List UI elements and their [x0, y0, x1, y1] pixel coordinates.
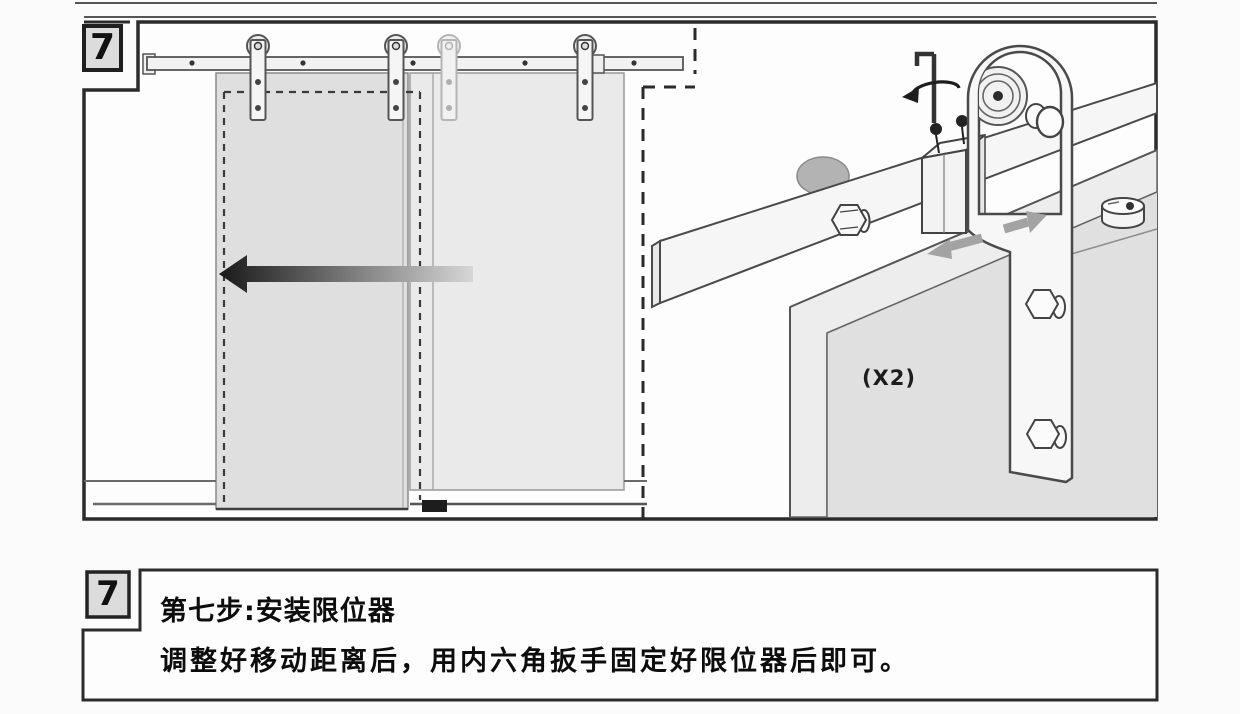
instruction-body: 调整好移动距离后，用内六角扳手固定好限位器后即可。: [160, 646, 910, 677]
sliding-door-scene: [84, 28, 697, 518]
rail-bar: [659, 81, 1158, 305]
step-badge-bottom: 7: [96, 574, 120, 614]
instruction-panel: [81, 568, 1159, 702]
door-panel-line: [1067, 228, 1158, 256]
strap-hex-bolt-top: [1024, 289, 1066, 319]
rear-door: [409, 72, 625, 491]
rotation-arrow-icon: [902, 80, 961, 103]
strap-axle-bolt: [1025, 103, 1065, 139]
scene-divider: [641, 28, 697, 518]
axle-bolt: [444, 41, 454, 51]
hanger-strap-2: [384, 34, 408, 121]
stopper-detail-scene: [651, 44, 1158, 518]
step-badge-top: 7: [89, 27, 116, 68]
instruction-title: 第七步:安装限位器: [160, 596, 396, 627]
floor-guide: [422, 500, 447, 512]
wall-spacer: [1101, 197, 1145, 229]
slide-arrow: [219, 255, 473, 293]
detail-rail: [651, 81, 1158, 309]
rail-screws: [189, 60, 637, 66]
step-badge-box-bottom: [85, 570, 131, 619]
hanger-strap-3: [573, 34, 597, 121]
axle-bolt: [580, 41, 590, 51]
step-badge-box-top: [82, 24, 123, 72]
door-panel: [827, 192, 1157, 517]
rail-hex-bolt: [830, 204, 871, 236]
axle-bolt: [253, 41, 263, 51]
instruction-panel-border: [81, 568, 1159, 702]
strap-hex-bolt-bottom: [1025, 419, 1067, 449]
roller-wheel: [979, 66, 1028, 126]
quantity-label: (X2): [862, 366, 916, 390]
hanger-strap-ghost: [437, 34, 461, 121]
axle-bolt: [391, 41, 401, 51]
front-door: [215, 72, 409, 510]
set-screws: [930, 115, 968, 154]
adjust-arrows: [927, 211, 1047, 259]
hanger-strap-1: [246, 34, 270, 121]
roller-strap: [966, 44, 1074, 484]
top-panel: [75, 2, 1158, 521]
allen-key-icon: [914, 51, 937, 123]
rail-end-face: [651, 239, 661, 309]
floor-lines: [84, 480, 647, 506]
